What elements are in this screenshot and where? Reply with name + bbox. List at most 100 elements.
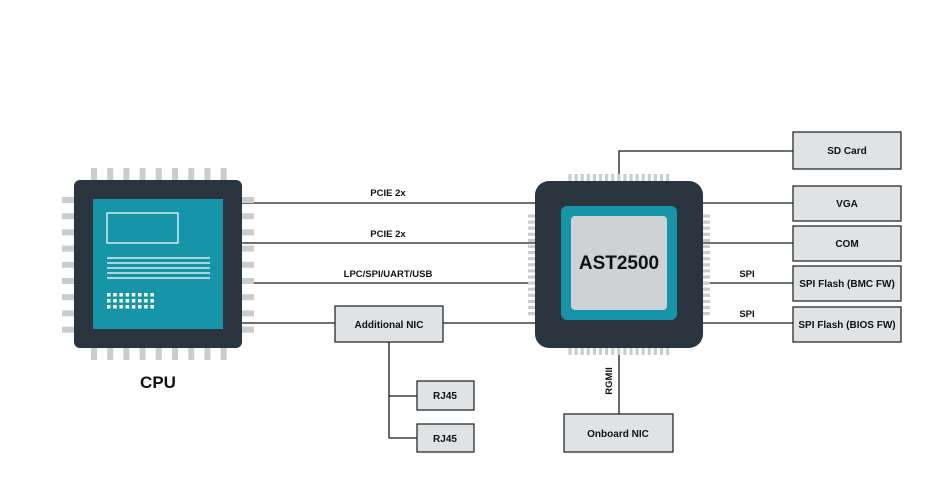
bmc-pin [611, 174, 615, 181]
cpu-die-pad [138, 293, 142, 297]
cpu-pin [107, 348, 114, 360]
bmc-pin [703, 263, 710, 267]
bmc-pin [703, 232, 710, 236]
cpu-die-pad [138, 305, 142, 309]
bmc-pin [641, 348, 645, 355]
bmc-pin [528, 281, 535, 285]
bmc-pin [605, 348, 609, 355]
link-label-rgmii: RGMII [604, 367, 615, 394]
bmc-chip [528, 174, 710, 355]
bmc-pin [574, 174, 578, 181]
spi-flash-bmc-label: SPI Flash (BMC FW) [799, 279, 895, 290]
bmc-pin [703, 244, 710, 249]
sd-card-block: SD Card [792, 131, 902, 170]
cpu-die-lines [107, 257, 210, 279]
bmc-pin [598, 348, 603, 355]
cpu-pin [242, 245, 254, 252]
bmc-pin [528, 244, 535, 249]
cpu-die-pad [107, 299, 111, 303]
spi-flash-bios-label: SPI Flash (BIOS FW) [798, 320, 895, 331]
cpu-pin [139, 348, 146, 360]
bmc-pin [653, 348, 657, 355]
bmc-pin [598, 174, 603, 181]
additional-nic-block: Additional NIC [334, 305, 444, 343]
cpu-pin [188, 348, 195, 360]
bmc-pin [635, 348, 639, 355]
cpu-pin [62, 261, 74, 268]
bmc-pin [528, 263, 535, 267]
additional-nic-box [334, 305, 444, 343]
bmc-pin [666, 348, 670, 355]
link-label-spi-bmc: SPI [739, 269, 754, 280]
onboard-nic-label: Onboard NIC [587, 429, 649, 440]
bmc-pin [528, 226, 535, 230]
spi-flash-bios-block: SPI Flash (BIOS FW) [792, 306, 902, 343]
cpu-pin [242, 310, 254, 317]
bmc-pin [611, 348, 615, 355]
cpu-die-pad [144, 299, 148, 303]
bmc-pin [592, 348, 596, 355]
cpu-pin [188, 168, 195, 180]
bmc-pin [653, 174, 657, 181]
rj45-1-block: RJ45 [416, 380, 475, 411]
bmc-pins [528, 174, 710, 355]
bmc-pin [528, 220, 535, 224]
vga-box [792, 185, 902, 222]
cpu-die-pad [131, 305, 136, 309]
cpu-die-pad [119, 299, 123, 303]
sd-card-box [792, 131, 902, 170]
bmc-pin [666, 174, 670, 181]
bmc-core [571, 216, 667, 310]
bmc-pin [703, 305, 710, 310]
cpu-pin [91, 168, 97, 180]
link-label-pcie-2: PCIE 2x [370, 229, 406, 240]
cpu-pin [242, 261, 254, 268]
onboard-nic-box [563, 413, 674, 453]
bmc-pin [629, 348, 633, 355]
rj45-1-box [416, 380, 475, 411]
cpu-pins [62, 168, 254, 360]
cpu-die-pad [131, 293, 136, 297]
cpu-die-pad [125, 305, 130, 309]
bmc-pin [635, 174, 639, 181]
cpu-pin [242, 326, 254, 333]
bmc-pin [703, 287, 710, 291]
bmc-pin [703, 312, 710, 316]
bmc-pin [703, 281, 710, 285]
bmc-pin [703, 299, 710, 303]
bmc-pin [659, 174, 664, 181]
bmc-pin [617, 348, 621, 355]
cpu-pin [172, 168, 178, 180]
cpu-pin [242, 278, 254, 284]
cpu-pin [242, 294, 254, 301]
spi-flash-bios-box [792, 306, 902, 343]
cpu-die-pad [144, 293, 148, 297]
bmc-pin [528, 299, 535, 303]
cpu-pin [62, 229, 74, 236]
wire-nic-to-rj45 [388, 342, 417, 439]
cpu-die-pad [150, 305, 154, 309]
connection-lines [241, 150, 793, 439]
cpu-die [93, 199, 223, 329]
bmc-pin [703, 214, 710, 218]
cpu-die-pad [131, 299, 136, 303]
cpu-pin [123, 168, 130, 180]
bmc-pin [703, 220, 710, 224]
onboard-nic-block: Onboard NIC [563, 413, 674, 453]
bmc-pin [592, 174, 596, 181]
cpu-pin [204, 168, 211, 180]
vga-label: VGA [836, 199, 858, 210]
bmc-label: AST2500 [579, 253, 659, 274]
link-label-lpc: LPC/SPI/UART/USB [344, 269, 433, 280]
com-box [792, 225, 902, 262]
cpu-pin [62, 294, 74, 301]
bmc-pin [617, 174, 621, 181]
vga-block: VGA [792, 185, 902, 222]
cpu-die-pad [119, 305, 123, 309]
rj45-2-block: RJ45 [416, 423, 475, 453]
bmc-pin [528, 293, 535, 297]
cpu-pin [242, 213, 254, 220]
cpu-die-pad [150, 299, 154, 303]
rj45-2-box [416, 423, 475, 453]
